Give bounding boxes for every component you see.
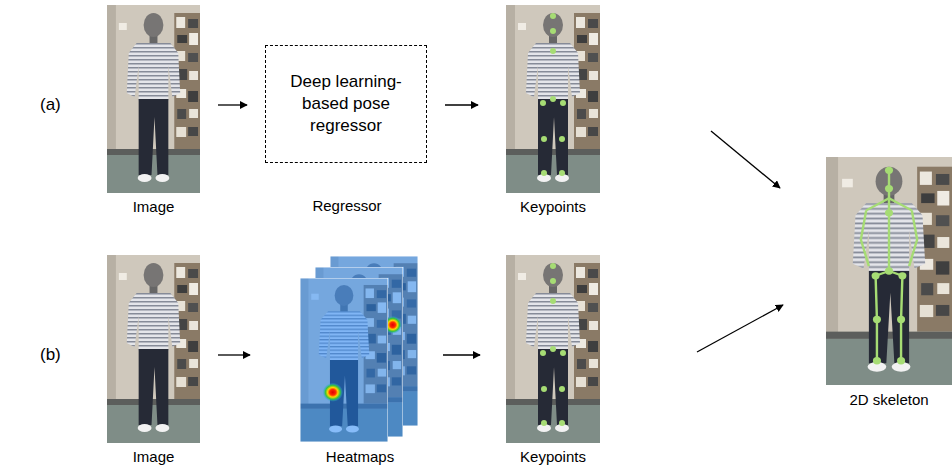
arrow-connector [697,305,783,352]
photo-keypoints [506,255,600,443]
caption: Keypoints [520,198,586,216]
photo-skeleton [826,157,952,385]
arrow-connector [711,131,780,188]
caption: 2D skeleton [849,391,928,409]
row-label: (a) [40,95,61,115]
heatmaps-stack: Heatmaps [300,256,420,442]
row-label: (b) [40,345,61,365]
regressor-box: Deep learning-based pose regressorRegres… [265,45,427,163]
photo-keypoints [506,5,600,193]
node-text: Deep learning-based pose regressor [276,71,416,137]
arrow-connector [218,354,250,355]
image-panel: Image [107,255,200,443]
caption: Regressor [312,197,381,215]
keypoints-panel: Keypoints [506,5,600,193]
heatmap-layer [300,278,388,442]
caption: Keypoints [520,448,586,466]
photo [107,255,200,443]
arrow-connector [443,354,480,355]
photo [107,5,200,193]
skeleton-panel: 2D skeleton [826,157,952,385]
caption: Heatmaps [326,448,394,466]
arrow-connector [445,104,478,105]
image-panel: Image [107,5,200,193]
arrow-connector [218,104,247,105]
caption: Image [133,198,175,216]
caption: Image [133,448,175,466]
keypoints-panel: Keypoints [506,255,600,443]
